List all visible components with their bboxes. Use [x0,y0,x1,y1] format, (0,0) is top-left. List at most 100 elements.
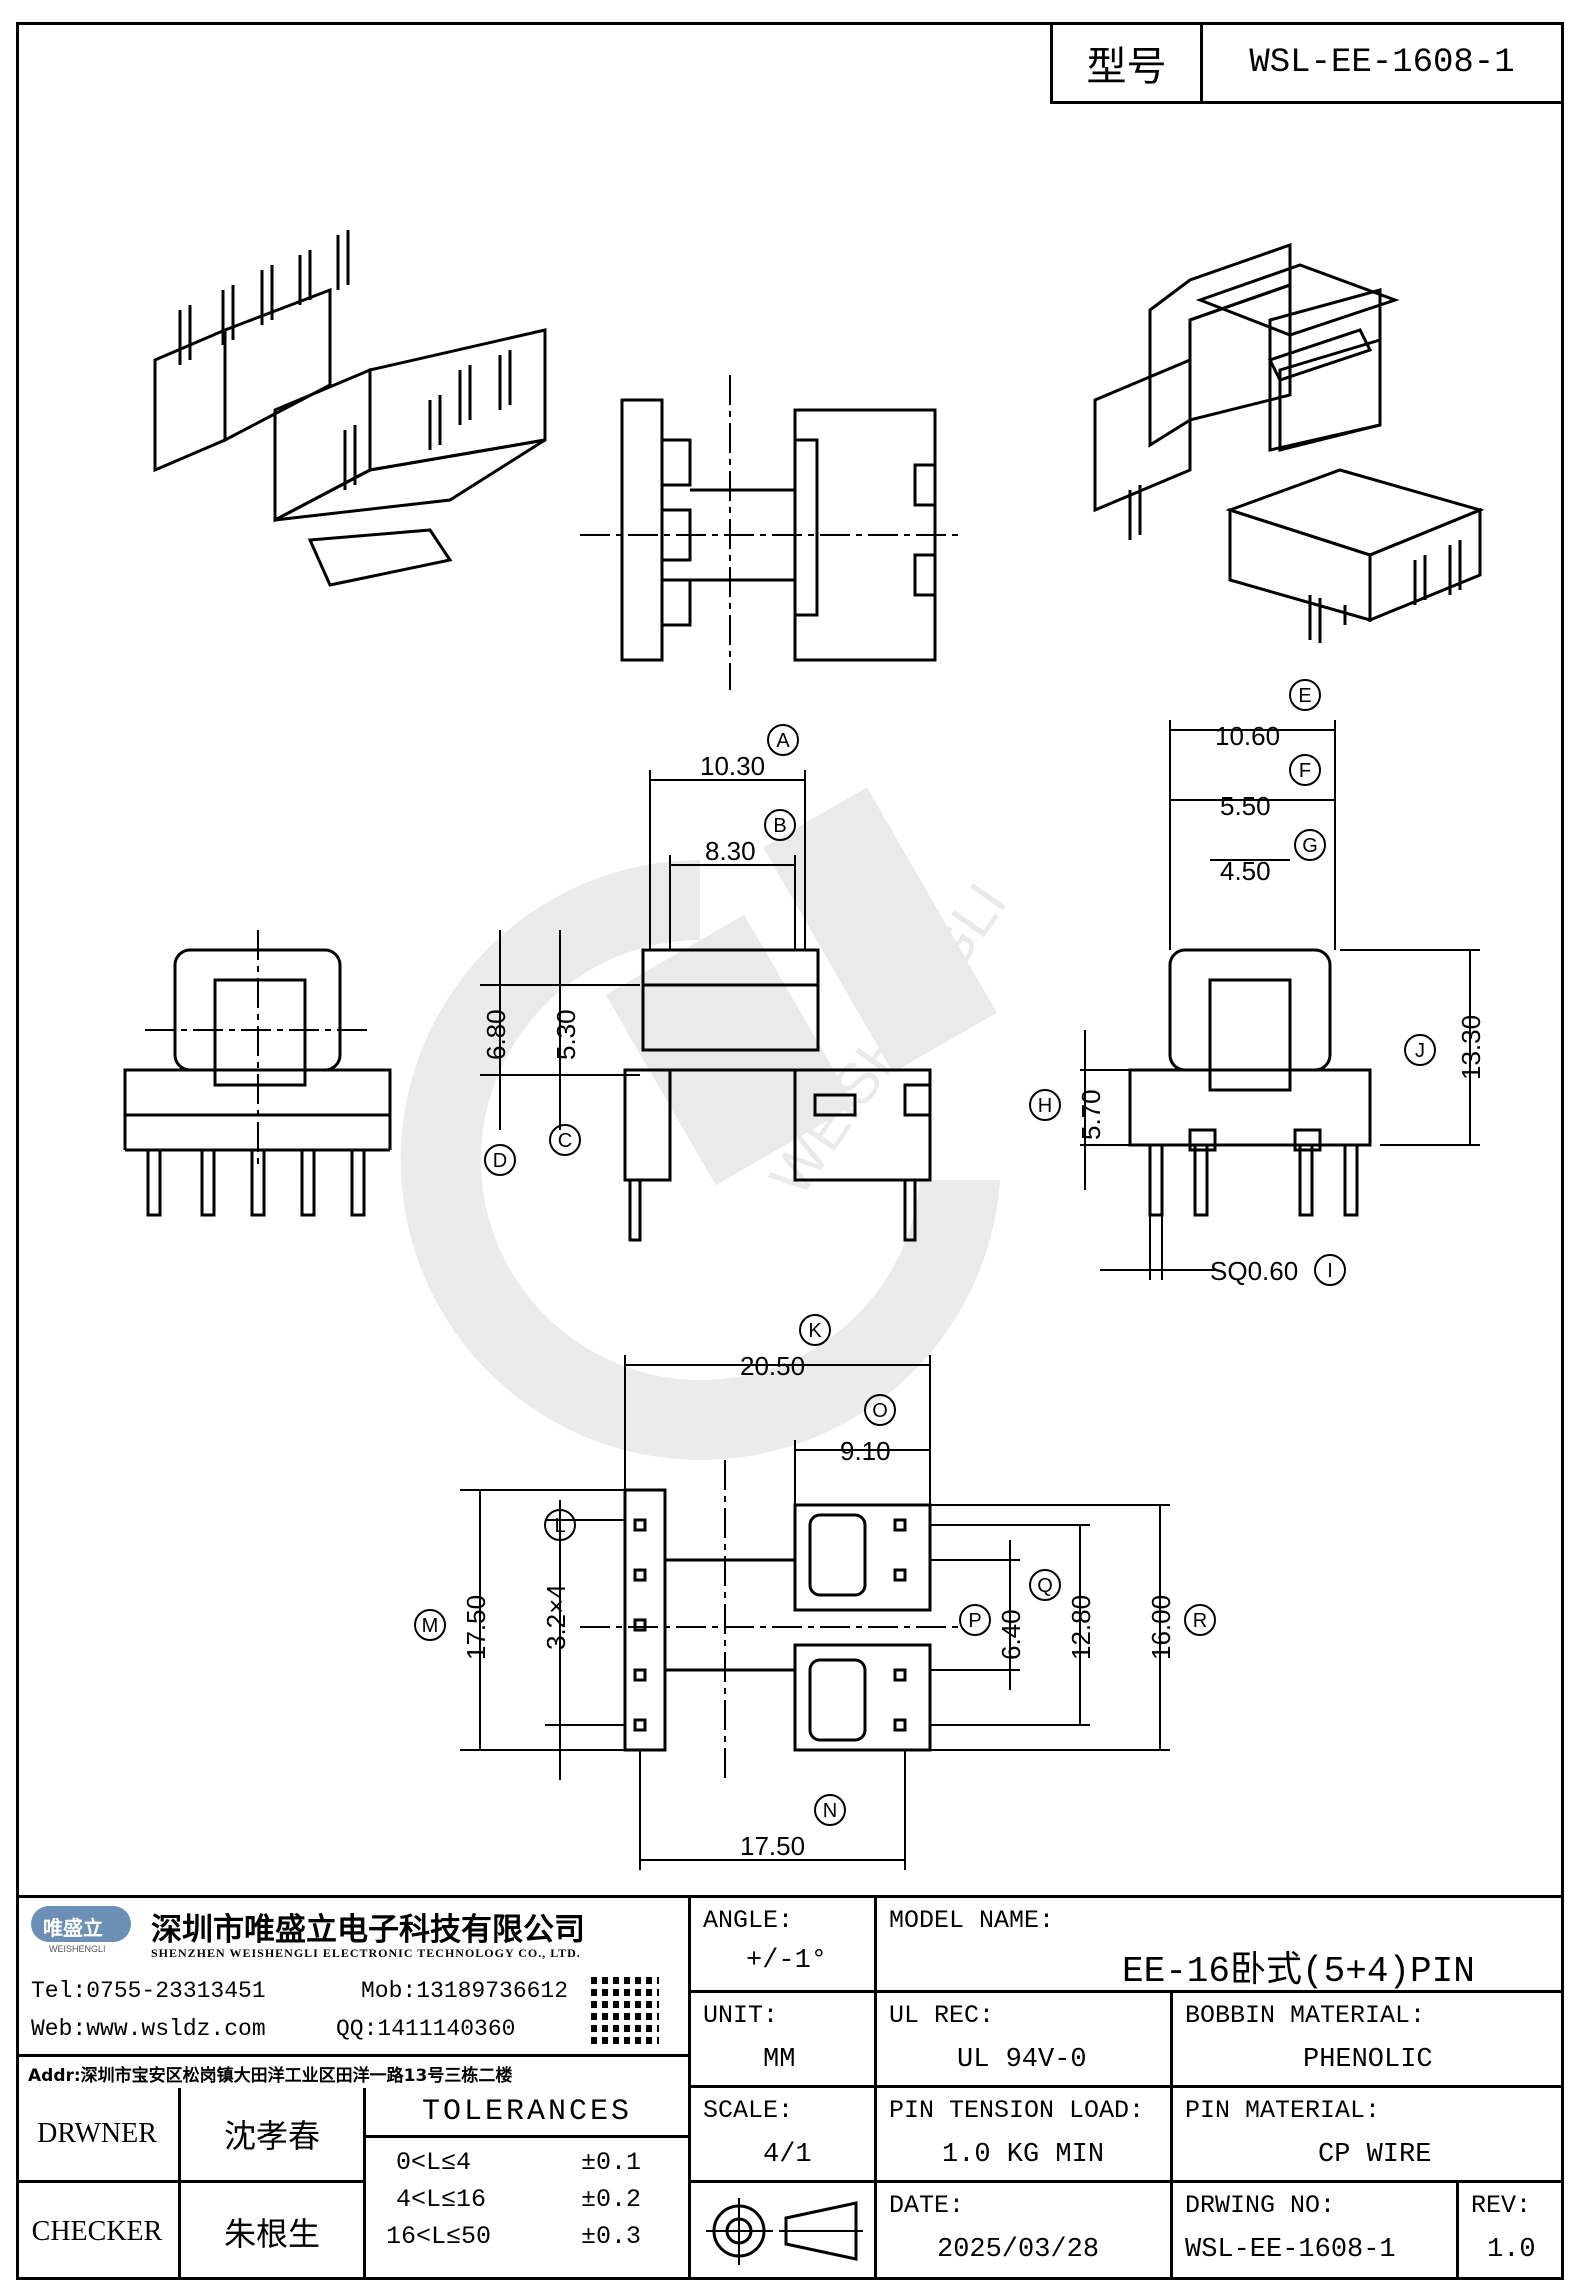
unit-value: MM [763,2045,796,2075]
tolerances-cell: TOLERANCES 0<L≤4 ±0.1 4<L≤16 ±0.2 16<L≤5… [366,2088,691,2280]
tolerances-title: TOLERANCES [421,2094,633,2129]
pin-tension-label: PIN TENSION LOAD: [889,2096,1145,2125]
tol-value-1: ±0.2 [581,2185,642,2214]
tol-value-0: ±0.1 [581,2148,642,2177]
marker-L: L [554,1515,565,1537]
company-qq: QQ:1411140360 [336,2016,516,2042]
marker-O: O [872,1400,888,1422]
unit-label: UNIT: [703,2001,779,2030]
logo-text: 唯盛立 [43,1916,103,1940]
checker-label: CHECKER [31,2215,163,2247]
dimension-texts: 10.30 8.30 6.80 5.30 10.60 5.50 4.50 5.7… [461,721,1486,1861]
ul-cell: UL REC: UL 94V-0 [877,1993,1173,2088]
dim-K: 20.50 [740,1351,805,1381]
model-box-label: 型号 [1086,44,1167,90]
pin-material-value: CP WIRE [1318,2140,1432,2170]
marker-C: C [558,1130,572,1152]
tol-range: 0<L≤4 [396,2148,472,2177]
front-view [123,930,392,1217]
marker-J: J [1415,1040,1425,1062]
rev-value: 1.0 [1487,2235,1536,2265]
marker-B: B [773,815,786,837]
date-cell: DATE: 2025/03/28 [877,2183,1173,2280]
marker-R: R [1193,1610,1207,1632]
marker-G: G [1302,835,1318,857]
circle-marker-letters: A B C D E F G H J I K O L M N P Q R [422,685,1425,1822]
model-name-label: MODEL NAME: [889,1906,1055,1935]
tol-range: 4<L≤16 [396,2185,487,2214]
scale-label: SCALE: [703,2096,794,2125]
angle-label: ANGLE: [703,1906,794,1935]
angle-value: +/-1° [746,1946,828,1976]
drawing-no-value: WSL-EE-1608-1 [1185,2235,1396,2265]
ul-value: UL 94V-0 [957,2045,1087,2075]
iso-view-right [1093,242,1485,643]
top-view [580,375,960,690]
dim-M: 17.50 [461,1595,491,1660]
rev-label: REV: [1471,2191,1532,2220]
drawing-no-cell: DRWING NO: WSL-EE-1608-1 [1173,2183,1459,2280]
qr-code [591,1976,659,2044]
marker-Q: Q [1037,1575,1053,1597]
dim-Q: 12.80 [1066,1595,1096,1660]
scale-cell: SCALE: 4/1 [691,2088,877,2183]
model-name-value: EE-16卧式(5+4)PIN [1122,1951,1475,1992]
dim-L: 3.2×4 [541,1584,571,1650]
dim-H: 5.70 [1076,1089,1106,1140]
title-block: 唯盛立 WEISHENGLI 深圳市唯盛立电子科技有限公司 SHENZHEN W… [16,1895,1564,2280]
projection-symbol-cell [691,2183,877,2280]
model-name-cell: MODEL NAME: EE-16卧式(5+4)PIN [877,1898,1564,1993]
projection-symbol [706,2198,863,2265]
marker-H: H [1038,1095,1052,1117]
unit-cell: UNIT: MM [691,1993,877,2088]
ul-label: UL REC: [889,2001,995,2030]
drawer-value-cell: 沈孝春 [181,2088,366,2183]
tol-range: 16<L≤50 [386,2222,492,2251]
drawer-label-cell: DRWNER [16,2088,181,2183]
marker-D: D [493,1150,507,1172]
dim-F: 5.50 [1220,791,1271,821]
company-web: Web:www.wsldz.com [31,2016,266,2042]
angle-cell: ANGLE: +/-1° [691,1898,877,1993]
marker-M: M [422,1615,439,1637]
dim-J: 13.30 [1456,1015,1486,1080]
circle-markers [414,679,1436,1826]
marker-A: A [776,730,790,752]
dim-N: 17.50 [740,1831,805,1861]
side-view [623,948,932,1242]
drawer-label: DRWNER [37,2118,157,2149]
dim-P: 6.40 [996,1609,1026,1660]
company-name-cn: 深圳市唯盛立电子科技有限公司 [151,1912,585,1948]
date-value: 2025/03/28 [937,2235,1100,2265]
bottom-view [580,1460,960,1780]
marker-P: P [968,1610,981,1632]
pin-tension-cell: PIN TENSION LOAD: 1.0 KG MIN [877,2088,1173,2183]
dim-A: 10.30 [700,751,765,781]
marker-K: K [808,1320,822,1342]
dim-E: 10.60 [1215,721,1280,751]
company-panel: 唯盛立 WEISHENGLI 深圳市唯盛立电子科技有限公司 SHENZHEN W… [16,1898,691,2088]
date-label: DATE: [889,2191,965,2220]
company-tel: Tel:0755-23313451 [31,1978,266,2004]
end-view [1128,948,1372,1217]
marker-N: N [823,1800,837,1822]
dim-R: 16.00 [1146,1595,1176,1660]
company-addr: Addr:深圳市宝安区松岗镇大田洋工业区田洋一路13号三栋二楼 [28,2066,513,2086]
company-name-en: SHENZHEN WEISHENGLI ELECTRONIC TECHNOLOG… [151,1946,581,1960]
tol-row-2: 16<L≤50 [386,2222,491,2251]
logo-sub: WEISHENGLI [49,1944,106,1954]
model-box: 型号 WSL-EE-1608-1 [1050,22,1564,104]
checker-value-cell: 朱根生 [181,2183,366,2280]
dim-O: 9.10 [840,1436,891,1466]
bobbin-material-cell: BOBBIN MATERIAL: PHENOLIC [1173,1993,1564,2088]
dim-B: 8.30 [705,836,756,866]
dimension-lines [460,720,1480,1870]
marker-E: E [1298,685,1311,707]
drawing-no-label: DRWING NO: [1185,2191,1336,2220]
pin-material-label: PIN MATERIAL: [1185,2096,1381,2125]
scale-value: 4/1 [763,2140,812,2170]
dim-G: 4.50 [1220,856,1271,886]
company-mob: Mob:13189736612 [361,1978,569,2004]
rev-cell: REV: 1.0 [1459,2183,1564,2280]
